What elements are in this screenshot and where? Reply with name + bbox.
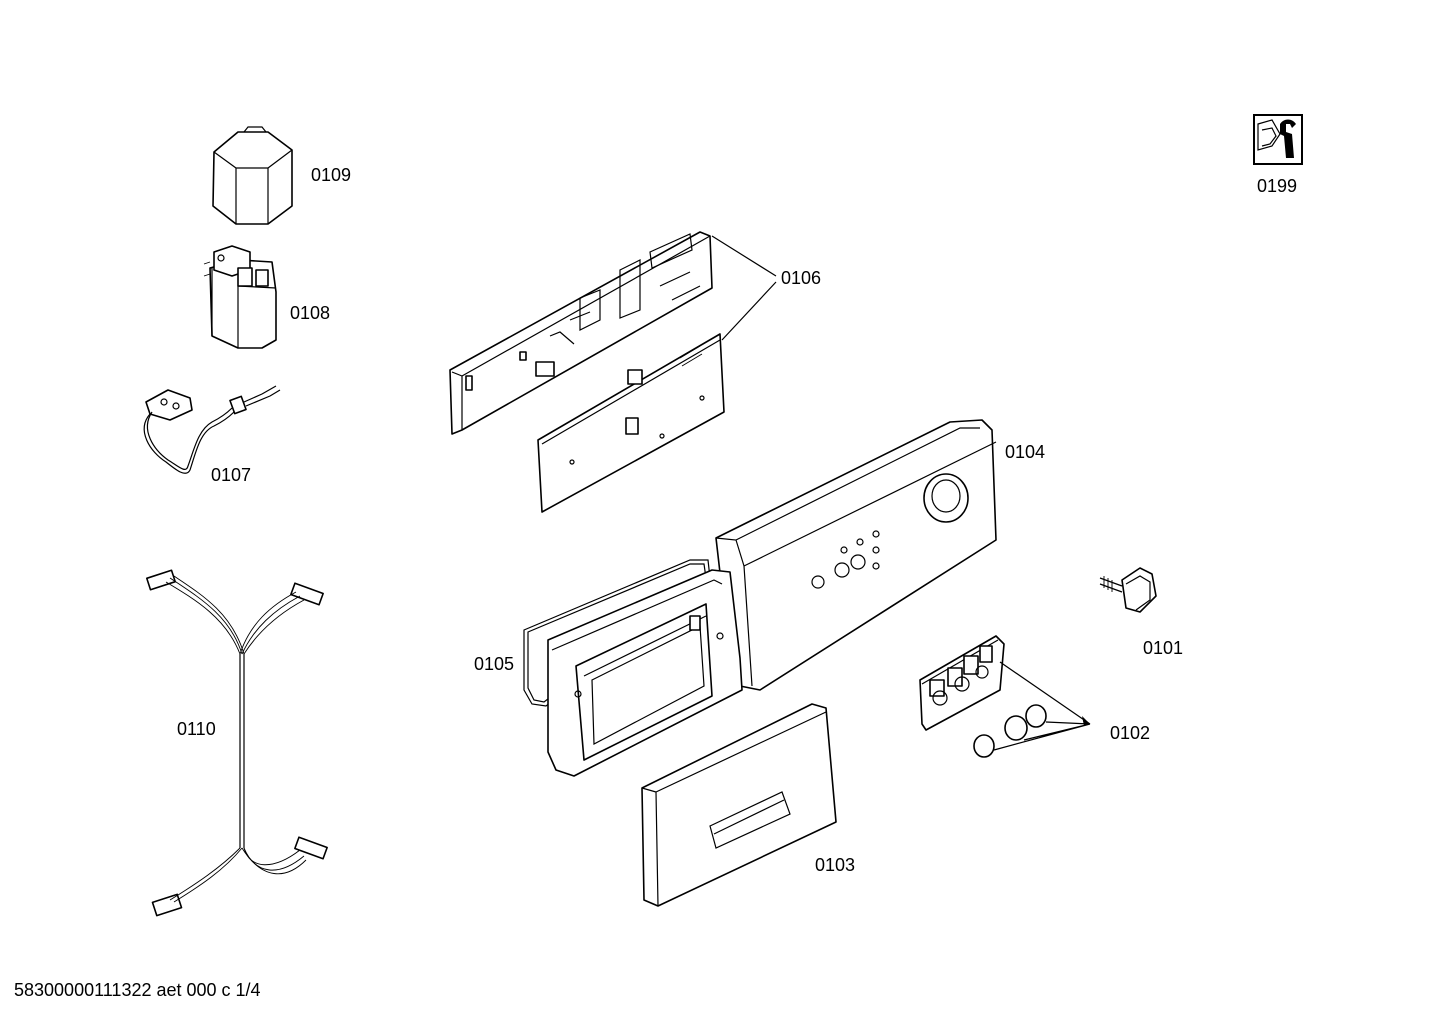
part-0103-drawer-handle-illustration — [641, 703, 837, 907]
part-0110-wiring-harness-illustration — [145, 569, 328, 917]
label-0109: 0109 — [311, 165, 352, 185]
label-0104: 0104 — [1005, 442, 1046, 462]
part-0108-filter-illustration — [203, 245, 277, 349]
label-0106: 0106 — [781, 268, 822, 288]
part-0104-front-panel-illustration — [715, 419, 997, 691]
label-0108: 0108 — [290, 303, 331, 323]
part-0102-switch-board-illustration — [919, 635, 1091, 758]
part-0109-cover-illustration — [212, 126, 293, 225]
document-footer-code: 58300000111322 aet 000 c 1/4 — [14, 980, 261, 1000]
label-0110: 0110 — [177, 719, 216, 739]
label-0102: 0102 — [1110, 723, 1151, 743]
label-0103: 0103 — [815, 855, 856, 875]
part-0107-power-cable-illustration — [143, 385, 281, 474]
part-0199-service-tool-icon — [1253, 114, 1303, 165]
label-0199: 0199 — [1257, 176, 1298, 196]
part-0101-knob-illustration — [1099, 567, 1157, 613]
part-0105-drawer-frame-illustration — [523, 559, 743, 777]
label-0101: 0101 — [1143, 638, 1184, 658]
label-0107: 0107 — [211, 465, 252, 485]
part-0106-control-module-illustration — [449, 231, 777, 513]
label-0105: 0105 — [474, 654, 515, 674]
